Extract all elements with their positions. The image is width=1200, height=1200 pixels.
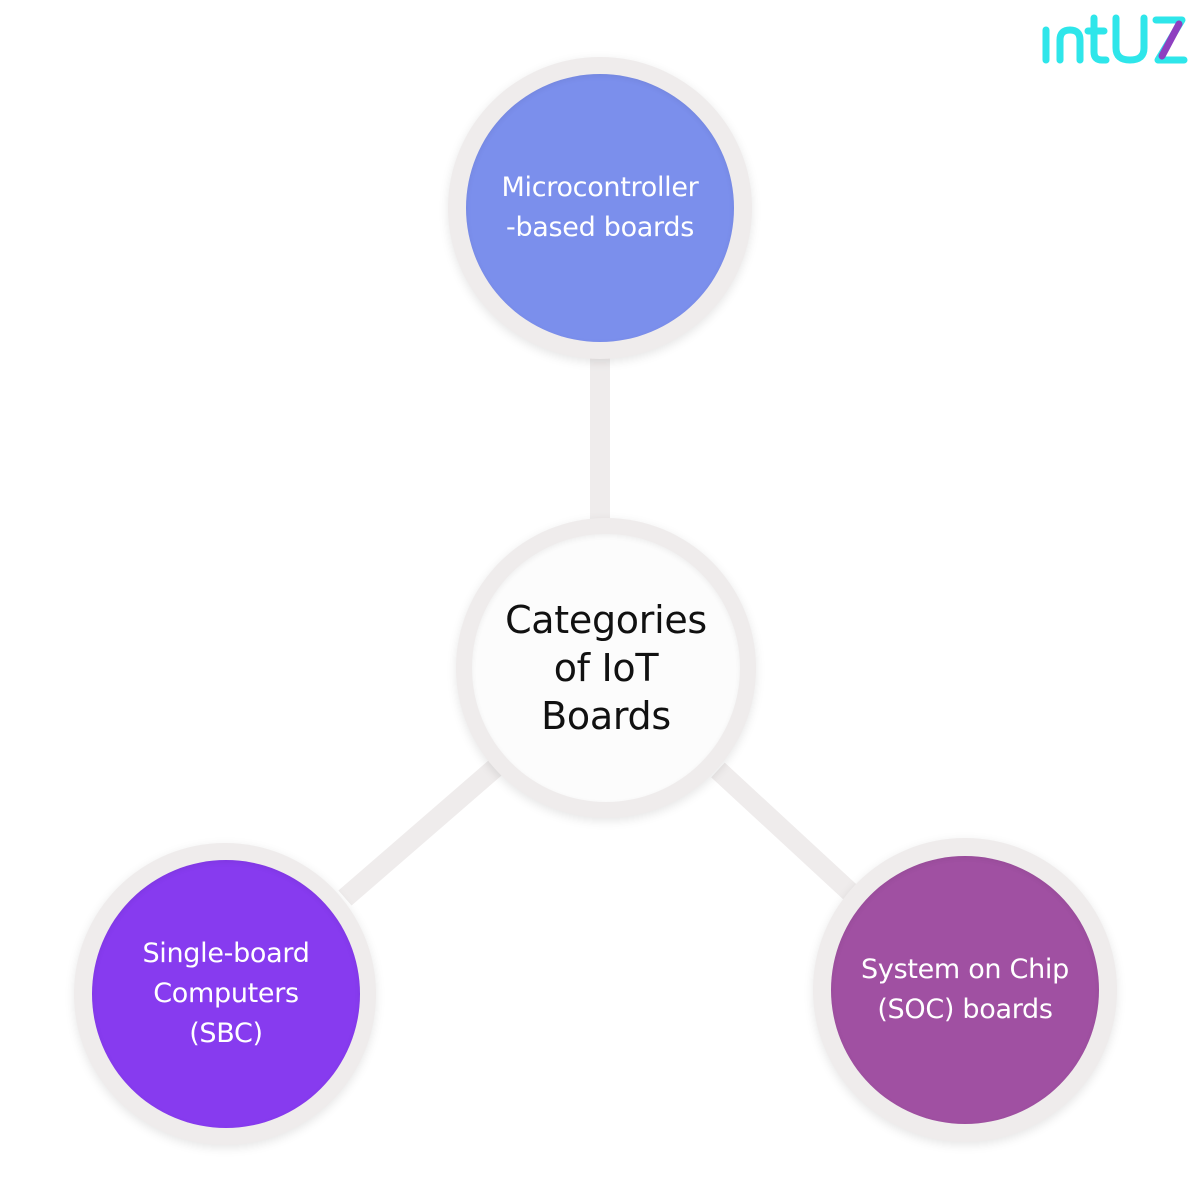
node-soc: System on Chip (SOC) boards <box>813 838 1117 1142</box>
intuz-logo-icon <box>1042 14 1188 64</box>
node-soc-fill: System on Chip (SOC) boards <box>831 856 1099 1124</box>
node-sbc-fill: Single-board Computers (SBC) <box>92 860 360 1128</box>
node-center-fill: Categories of IoT Boards <box>472 534 740 802</box>
node-microcontroller-label: Microcontroller -based boards <box>501 172 699 243</box>
node-microcontroller-fill: Microcontroller -based boards <box>466 74 734 342</box>
node-center-label: Categories of IoT Boards <box>505 598 707 738</box>
connector-left <box>338 760 502 906</box>
node-sbc: Single-board Computers (SBC) <box>74 843 376 1145</box>
node-sbc-label: Single-board Computers (SBC) <box>142 938 310 1049</box>
node-soc-label: System on Chip (SOC) boards <box>861 954 1069 1025</box>
node-center: Categories of IoT Boards <box>456 518 756 818</box>
node-microcontroller: Microcontroller -based boards <box>448 57 752 359</box>
connector-right <box>711 762 857 900</box>
